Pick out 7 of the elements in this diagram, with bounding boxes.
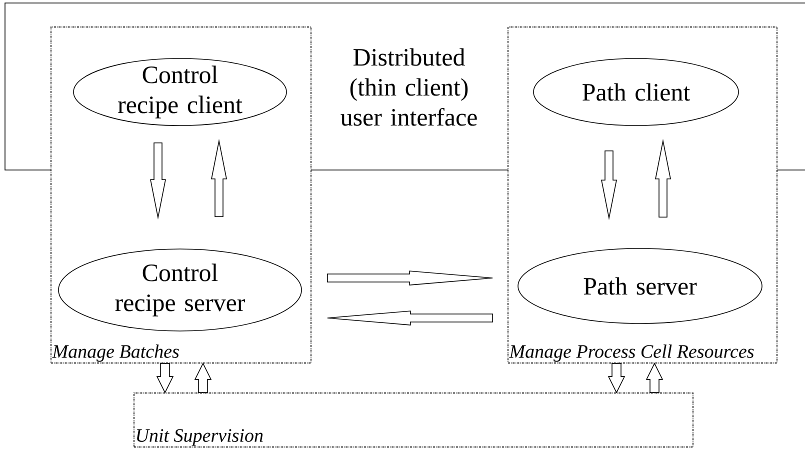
block-arrow: [601, 150, 617, 220]
block-arrow: [150, 142, 166, 220]
block-arrow: [327, 270, 493, 286]
block-arrow: [156, 363, 174, 394]
dotted-group-box: Unit Supervision: [134, 392, 694, 448]
block-arrow: [608, 363, 626, 394]
block-arrow: [327, 310, 493, 326]
